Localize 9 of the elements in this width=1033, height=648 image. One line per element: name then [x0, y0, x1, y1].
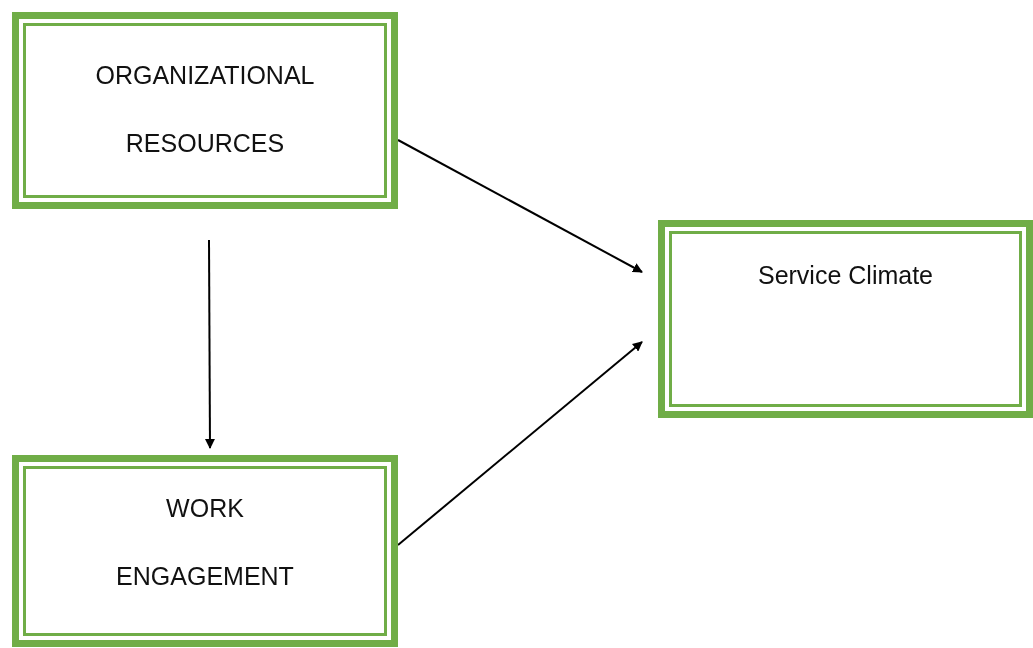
box-label: WORK ENGAGEMENT	[115, 493, 295, 592]
concept-box	[12, 455, 398, 647]
concept-box	[12, 12, 398, 209]
arrow	[397, 341, 643, 546]
box-label: Service Climate	[756, 260, 935, 291]
concept-box	[658, 220, 1033, 418]
box-label: ORGANIZATIONAL RESOURCES	[94, 60, 316, 159]
arrow	[397, 139, 643, 273]
arrow	[204, 239, 215, 449]
